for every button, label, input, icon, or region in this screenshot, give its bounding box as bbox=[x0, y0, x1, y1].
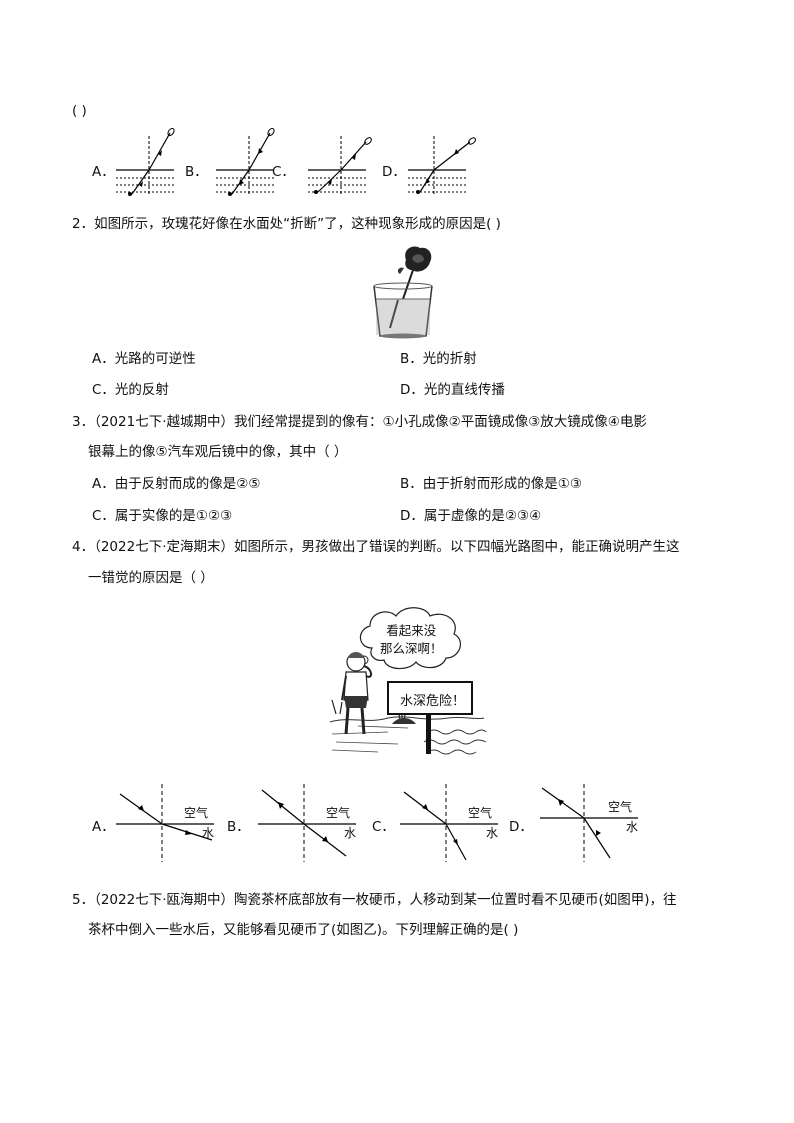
q2-option-d[interactable]: D．光的直线传播 bbox=[400, 382, 505, 398]
q3-option-c[interactable]: C．属于实像的是①②③ bbox=[92, 508, 233, 524]
q4-d-air-label: 空气 bbox=[608, 800, 633, 814]
q3-stem-line2: 银幕上的像⑤汽车观后镜中的像，其中（ ） bbox=[88, 444, 348, 460]
q4-option-b-diagram bbox=[258, 784, 356, 862]
q4-a-water-label: 水 bbox=[202, 826, 215, 840]
thought-bubble-line2: 那么深啊！ bbox=[380, 641, 443, 656]
q3-option-a[interactable]: A．由于反射而成的像是②⑤ bbox=[92, 476, 261, 492]
q4-option-a-diagram bbox=[116, 784, 214, 862]
q4-stem-line1: 4．（2022七下·定海期末）如图所示，男孩做出了错误的判断。以下四幅光路图中，… bbox=[72, 539, 680, 555]
q4-c-air-label: 空气 bbox=[468, 806, 493, 820]
q1-answer-bracket: ( ) bbox=[72, 103, 87, 119]
q4-b-air-label: 空气 bbox=[326, 806, 351, 820]
q3-option-b[interactable]: B．由于折射而形成的像是①③ bbox=[400, 476, 582, 492]
q4-stem-line2: 一错觉的原因是（ ） bbox=[88, 570, 214, 586]
warning-sign-text: 水深危险！ bbox=[400, 694, 466, 709]
q4-c-water-label: 水 bbox=[486, 826, 499, 840]
q2-option-b[interactable]: B．光的折射 bbox=[400, 351, 477, 367]
rose-in-glass-illustration bbox=[373, 246, 433, 339]
q4-option-b-label: B． bbox=[227, 819, 250, 835]
q4-d-water-label: 水 bbox=[626, 820, 639, 834]
q5-stem-line1: 5．（2022七下·瓯海期中）陶瓷茶杯底部放有一枚硬币，人移动到某一位置时看不见… bbox=[72, 892, 677, 908]
q3-stem-line1: 3．（2021七下·越城期中）我们经常提提到的像有：①小孔成像②平面镜成像③放大… bbox=[72, 414, 647, 430]
q4-option-c-diagram bbox=[400, 784, 498, 862]
q1-option-c-diagram bbox=[308, 136, 372, 196]
q5-stem-line2: 茶杯中倒入一些水后，又能够看见硬币了(如图乙)。下列理解正确的是( ) bbox=[88, 922, 519, 938]
q2-option-a[interactable]: A．光路的可逆性 bbox=[92, 351, 196, 367]
q4-b-water-label: 水 bbox=[344, 826, 357, 840]
q1-option-d-diagram bbox=[408, 136, 476, 196]
q1-option-a-diagram bbox=[116, 127, 175, 196]
q1-option-d-label: D． bbox=[382, 164, 406, 180]
q1-option-c-label: C． bbox=[272, 164, 295, 180]
boy-and-sign-illustration: 看起来没 那么深啊！ 水深危险！ bbox=[328, 604, 488, 758]
q1-option-b-label: B． bbox=[185, 164, 208, 180]
q1-option-a-label: A． bbox=[92, 164, 115, 180]
q2-stem: 2．如图所示，玫瑰花好像在水面处“折断”了，这种现象形成的原因是( ) bbox=[72, 216, 501, 232]
q4-option-d-diagram bbox=[540, 784, 638, 862]
q4-option-c-label: C． bbox=[372, 819, 395, 835]
q4-option-d-label: D． bbox=[509, 819, 533, 835]
thought-bubble-line1: 看起来没 bbox=[386, 623, 437, 638]
q4-a-air-label: 空气 bbox=[184, 806, 209, 820]
q4-option-a-label: A． bbox=[92, 819, 115, 835]
q2-option-c[interactable]: C．光的反射 bbox=[92, 382, 169, 398]
q3-option-d[interactable]: D．属于虚像的是②③④ bbox=[400, 508, 542, 524]
q1-option-b-diagram bbox=[216, 127, 275, 196]
